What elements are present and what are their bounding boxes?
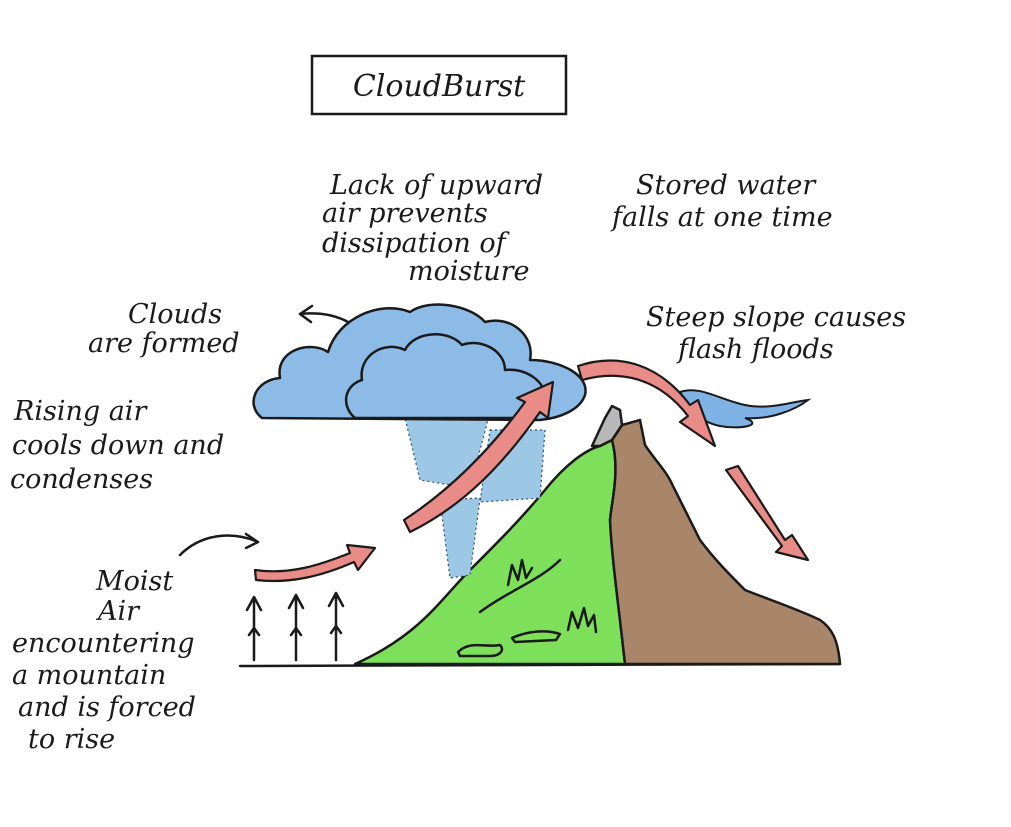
label-line: Moist [95, 566, 173, 597]
pointer-clouds [298, 304, 350, 324]
title-box: CloudBurst [310, 54, 568, 116]
label-rising-air: Rising air cools down and condenses [10, 396, 224, 495]
label-line: and is forced [18, 692, 196, 723]
label-line: air prevents [322, 198, 488, 229]
label-moist-air: Moist Air encountering a mountain and is… [12, 566, 196, 755]
label-lack-of-upward-air: Lack of upward air prevents dissipation … [322, 170, 543, 287]
label-line: Air [95, 596, 141, 627]
label-steep-slope: Steep slope causes flash floods [646, 302, 906, 365]
label-line: Clouds [128, 299, 222, 330]
label-line: Stored water [636, 170, 817, 201]
pointer-moist-air [178, 532, 260, 557]
label-line: dissipation of [322, 228, 510, 259]
arrow-over-peak [576, 359, 717, 448]
label-line: cools down and [12, 430, 224, 461]
label-line: are formed [88, 328, 240, 359]
label-line: condenses [10, 464, 153, 495]
mountain-peak [590, 404, 624, 448]
arrow-rising-air [402, 380, 555, 534]
title: CloudBurst [353, 69, 526, 104]
label-line: falls at one time [610, 202, 833, 233]
air-flow-arrows [253, 359, 810, 583]
label-line: to rise [28, 724, 115, 755]
label-stored-water: Stored water falls at one time [610, 170, 833, 233]
arrow-moist-air [253, 543, 377, 583]
label-line: flash floods [676, 334, 834, 365]
label-clouds-formed: Clouds are formed [88, 299, 240, 359]
label-line: Steep slope causes [646, 302, 906, 333]
arrow-flash-flood [724, 464, 810, 562]
vegetation [456, 558, 598, 658]
upward-air-arrows [245, 591, 345, 662]
label-line: Rising air [13, 396, 148, 427]
label-line: encountering [12, 628, 195, 659]
flash-flood-water [678, 389, 812, 429]
label-line: moisture [408, 256, 529, 287]
mountain-leeward-slope [608, 418, 842, 666]
label-line: Lack of upward [329, 170, 543, 201]
label-line: a mountain [12, 660, 166, 691]
